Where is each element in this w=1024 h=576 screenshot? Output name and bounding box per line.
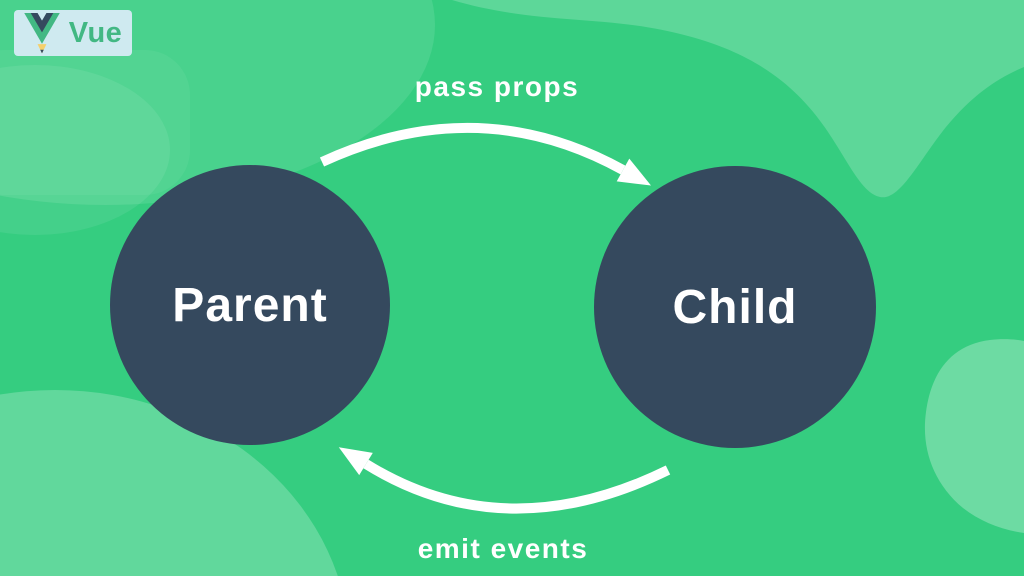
vue-badge-label: Vue — [68, 16, 123, 49]
parent-node-label: Parent — [172, 278, 328, 332]
child-node: Child — [594, 166, 876, 448]
pass-props-arrow — [319, 122, 651, 186]
parent-node: Parent — [110, 165, 390, 445]
emit-events-arrow — [338, 447, 671, 514]
vue-badge: Vue — [14, 10, 132, 56]
child-node-label: Child — [672, 280, 798, 334]
vue-logo-icon — [23, 13, 60, 54]
pass-props-label: pass props — [414, 71, 580, 102]
emit-events-label: emit events — [417, 533, 589, 564]
